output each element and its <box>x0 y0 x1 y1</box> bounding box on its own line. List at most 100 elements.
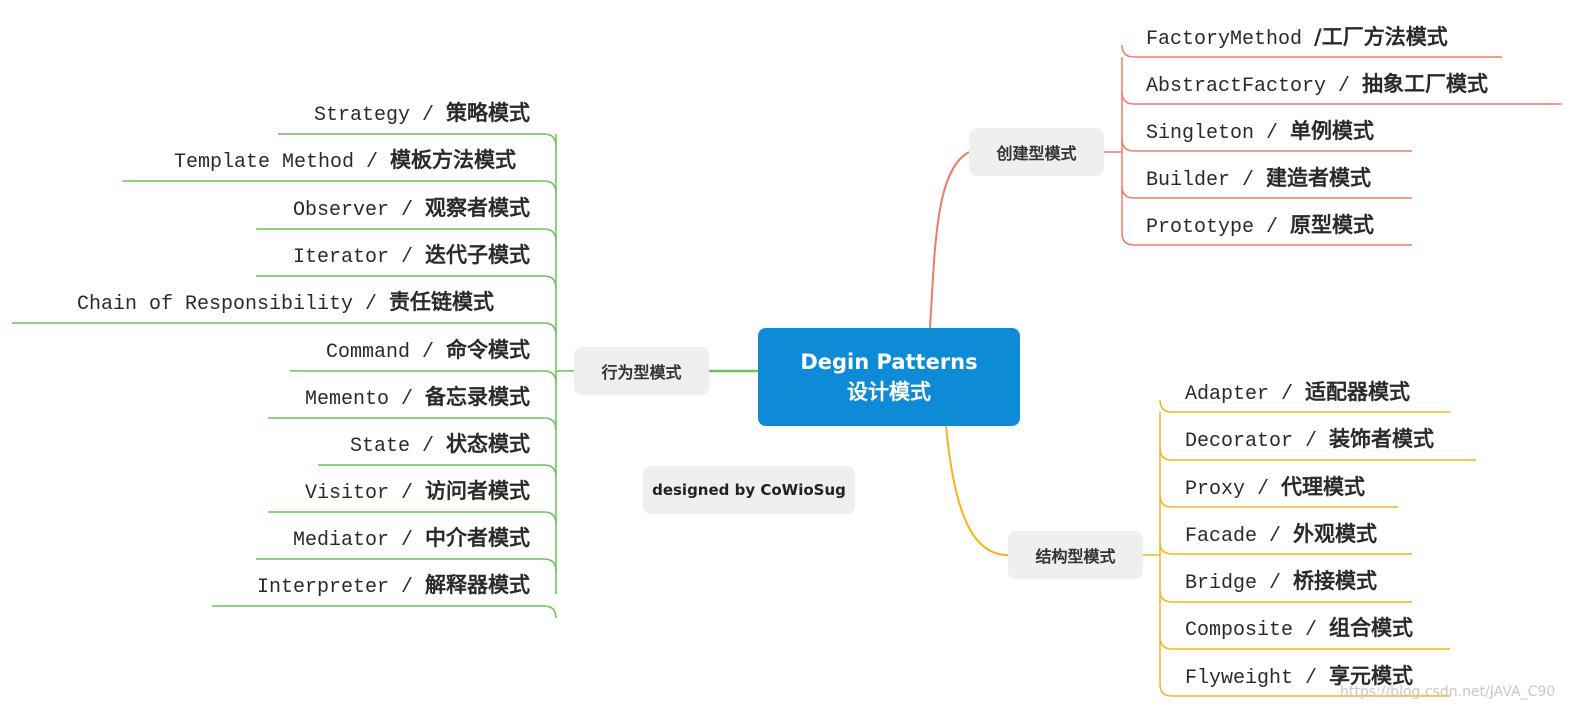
connector-line <box>1159 399 1450 413</box>
item-zh-label: 模板方法模式 <box>390 148 516 172</box>
item-separator: / <box>388 529 425 552</box>
item-separator: / <box>388 199 425 222</box>
connector-line <box>929 151 970 329</box>
item-zh-label: 代理模式 <box>1281 475 1366 499</box>
behavioral-item-state[interactable]: State / 状态模式 <box>350 429 530 459</box>
item-zh-label: 组合模式 <box>1329 616 1414 640</box>
item-en-label: Builder <box>1146 169 1231 192</box>
item-zh-label: /工厂方法模式 <box>1314 25 1448 49</box>
item-separator: / <box>1254 122 1291 145</box>
item-separator: / <box>409 435 446 458</box>
item-en-label: Memento <box>304 388 389 411</box>
structural-item-flyweight[interactable]: Flyweight / 享元模式 <box>1185 661 1413 691</box>
creational-item-singleton[interactable]: Singleton / 单例模式 <box>1146 116 1374 146</box>
item-zh-label: 单例模式 <box>1290 119 1375 143</box>
connector-line <box>1159 683 1450 697</box>
item-separator: / <box>388 576 425 599</box>
central-topic[interactable]: Degin Patterns 设计模式 <box>758 328 1020 426</box>
item-en-label: Template Method <box>173 151 354 174</box>
connector-line <box>1121 44 1502 58</box>
creational-item-abstractfactory[interactable]: AbstractFactory / 抽象工厂模式 <box>1146 69 1488 99</box>
item-en-label: AbstractFactory <box>1146 75 1327 98</box>
behavioral-item-memento[interactable]: Memento / 备忘录模式 <box>305 382 530 412</box>
structural-item-decorator[interactable]: Decorator / 装饰者模式 <box>1185 424 1434 454</box>
branch-behavioral[interactable]: 行为型模式 <box>574 347 709 395</box>
behavioral-item-template-method[interactable]: Template Method / 模板方法模式 <box>174 145 516 175</box>
item-en-label: Visitor <box>304 482 389 505</box>
connector-line <box>212 605 557 619</box>
item-en-label: Interpreter <box>256 576 389 599</box>
branch-creational[interactable]: 创建型模式 <box>969 128 1104 176</box>
behavioral-item-mediator[interactable]: Mediator / 中介者模式 <box>293 523 530 553</box>
item-zh-label: 桥接模式 <box>1293 569 1378 593</box>
connector-line <box>1121 232 1412 246</box>
item-en-label: Flyweight <box>1185 667 1294 690</box>
item-zh-label: 建造者模式 <box>1266 166 1372 190</box>
item-separator: / <box>1245 478 1282 501</box>
item-separator: / <box>1230 169 1267 192</box>
behavioral-item-strategy[interactable]: Strategy / 策略模式 <box>314 98 530 128</box>
item-en-label: Bridge <box>1185 572 1258 595</box>
behavioral-item-iterator[interactable]: Iterator / 迭代子模式 <box>293 240 530 270</box>
item-zh-label: 装饰者模式 <box>1329 427 1435 451</box>
item-zh-label: 适配器模式 <box>1305 380 1411 404</box>
item-separator: / <box>388 246 425 269</box>
item-zh-label: 外观模式 <box>1293 522 1378 546</box>
creational-item-builder[interactable]: Builder / 建造者模式 <box>1146 163 1371 193</box>
item-separator: / <box>409 104 446 127</box>
behavioral-item-visitor[interactable]: Visitor / 访问者模式 <box>305 476 530 506</box>
structural-item-adapter[interactable]: Adapter / 适配器模式 <box>1185 377 1410 407</box>
structural-item-composite[interactable]: Composite / 组合模式 <box>1185 613 1413 643</box>
connector-line <box>122 180 557 194</box>
connector-line <box>12 322 557 336</box>
credit-label: designed by CoWioSug <box>643 466 855 514</box>
watermark: https://blog.csdn.net/JAVA_C90 <box>1340 684 1556 700</box>
item-zh-label: 观察者模式 <box>425 196 530 220</box>
central-topic-title-en: Degin Patterns <box>800 350 978 374</box>
item-zh-label: 享元模式 <box>1329 664 1414 688</box>
item-separator: / <box>352 293 389 316</box>
item-separator: / <box>1257 525 1294 548</box>
item-separator: / <box>1293 430 1330 453</box>
item-separator: / <box>1293 667 1330 690</box>
structural-item-facade[interactable]: Facade / 外观模式 <box>1185 519 1377 549</box>
item-separator: / <box>409 341 446 364</box>
behavioral-item-observer[interactable]: Observer / 观察者模式 <box>293 193 530 223</box>
item-en-label: Composite <box>1185 619 1294 642</box>
item-separator: / <box>1326 75 1363 98</box>
item-separator: / <box>1257 572 1294 595</box>
item-zh-label: 状态模式 <box>446 432 530 456</box>
creational-item-factorymethod[interactable]: FactoryMethod /工厂方法模式 <box>1146 22 1448 52</box>
item-en-label: Chain of Responsibility <box>76 293 353 316</box>
item-zh-label: 策略模式 <box>446 101 530 125</box>
item-separator: / <box>388 482 425 505</box>
creational-item-prototype[interactable]: Prototype / 原型模式 <box>1146 210 1374 240</box>
item-zh-label: 解释器模式 <box>425 573 530 597</box>
item-en-label: Adapter <box>1185 383 1270 406</box>
item-zh-label: 命令模式 <box>446 338 530 362</box>
structural-item-bridge[interactable]: Bridge / 桥接模式 <box>1185 566 1377 596</box>
item-en-label: Strategy <box>313 104 410 127</box>
item-separator: / <box>1293 619 1330 642</box>
item-en-label: Mediator <box>292 529 389 552</box>
behavioral-item-command[interactable]: Command / 命令模式 <box>326 335 530 365</box>
item-en-label: Singleton <box>1146 122 1255 145</box>
item-separator: / <box>1269 383 1306 406</box>
item-zh-label: 抽象工厂模式 <box>1362 72 1489 96</box>
item-en-label: Decorator <box>1185 430 1294 453</box>
item-en-label: State <box>349 435 410 458</box>
item-en-label: Command <box>325 341 410 364</box>
item-separator <box>1302 28 1314 51</box>
item-en-label: Observer <box>292 199 389 222</box>
item-en-label: Facade <box>1185 525 1258 548</box>
behavioral-item-interpreter[interactable]: Interpreter / 解释器模式 <box>257 570 530 600</box>
structural-item-proxy[interactable]: Proxy / 代理模式 <box>1185 472 1365 502</box>
item-en-label: Prototype <box>1146 216 1255 239</box>
branch-structural[interactable]: 结构型模式 <box>1008 531 1143 579</box>
behavioral-item-chain-of-responsibility[interactable]: Chain of Responsibility / 责任链模式 <box>77 287 494 317</box>
item-en-label: FactoryMethod <box>1146 28 1303 51</box>
item-zh-label: 访问者模式 <box>425 479 530 503</box>
item-zh-label: 责任链模式 <box>389 290 494 314</box>
item-separator: / <box>353 151 390 174</box>
